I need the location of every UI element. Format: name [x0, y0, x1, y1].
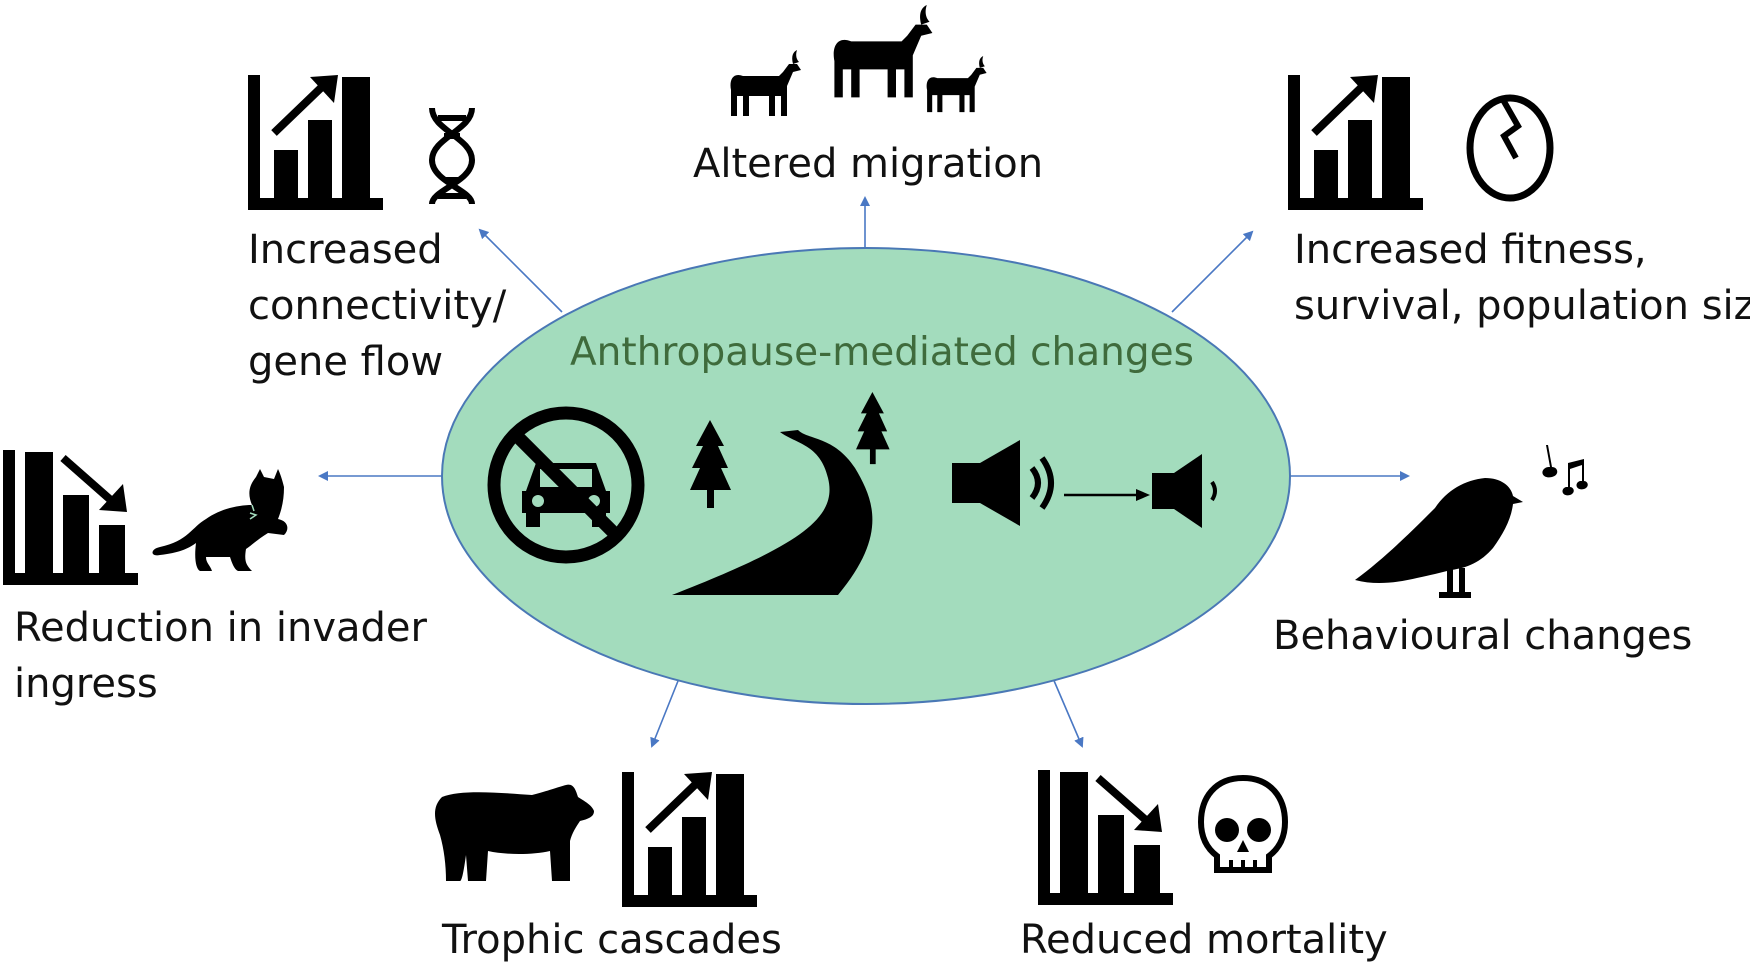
bar-chart-down-icon — [3, 450, 138, 585]
center-ellipse — [441, 247, 1291, 705]
dna-icon — [428, 107, 476, 205]
bar-chart-up-icon-2 — [1288, 75, 1423, 210]
arrows — [318, 196, 1410, 748]
arrow-lower-right — [1051, 675, 1084, 748]
label-trophic: Trophic cascades — [442, 917, 782, 963]
skull-icon — [1197, 774, 1289, 873]
label-mortality: Reduced mortality — [1020, 917, 1388, 963]
deer-icon-small — [926, 56, 987, 113]
label-connectivity-line2: connectivity/ — [248, 283, 507, 329]
cracked-egg-icon — [1466, 94, 1554, 202]
arrow-upper-left — [478, 228, 563, 313]
bear-icon — [435, 784, 594, 881]
label-altered-migration: Altered migration — [693, 141, 1044, 187]
arrow-upper-right — [1171, 230, 1254, 313]
bar-chart-up-icon-3 — [622, 772, 757, 907]
label-fitness: Increased fitness, survival, population … — [1294, 222, 1750, 334]
bar-chart-down-icon-2 — [1038, 770, 1173, 905]
no-car-icon — [487, 406, 645, 564]
label-behaviour: Behavioural changes — [1273, 613, 1693, 659]
cat-icon — [152, 469, 288, 571]
label-connectivity: Increased connectivity/ gene flow — [248, 222, 506, 390]
label-invader-line2: ingress — [14, 661, 158, 707]
label-invader: Reduction in invader ingress — [14, 600, 427, 712]
center-title: Anthropause-mediated changes — [570, 330, 1194, 375]
road-icon — [672, 430, 873, 595]
label-fitness-line2: survival, population size — [1294, 283, 1750, 329]
label-fitness-line1: Increased fitness, — [1294, 227, 1647, 273]
label-invader-line1: Reduction in invader — [14, 605, 427, 651]
bird-icon — [1355, 478, 1523, 598]
label-connectivity-line3: gene flow — [248, 339, 444, 385]
speaker-loud-icon — [952, 440, 1054, 526]
label-connectivity-line1: Increased — [248, 227, 443, 273]
arrow-lower-left — [650, 675, 681, 748]
bar-chart-up-icon — [248, 75, 383, 210]
music-notes-icon — [1542, 445, 1588, 496]
speaker-quiet-icon — [1152, 454, 1217, 528]
deer-icon-large — [833, 5, 933, 98]
deer-icon — [730, 50, 801, 116]
